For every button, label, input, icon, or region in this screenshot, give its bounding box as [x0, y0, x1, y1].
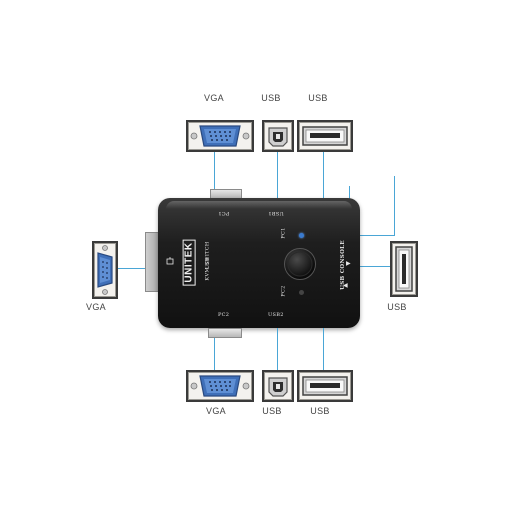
console-arrow-icon: ▶ [346, 261, 351, 267]
device-brand: UNITEK [182, 239, 196, 286]
vga-port-bottom [186, 370, 254, 402]
line-bottom-usb-b [277, 328, 278, 370]
usb-a-port-top [297, 120, 353, 152]
usb-a-port-right [390, 241, 418, 297]
led-pc1-indicator [299, 233, 304, 238]
label-right-usb: USB [387, 302, 407, 312]
vga-port-left [92, 241, 118, 299]
label-bottom-usb-b: USB [262, 406, 282, 416]
vga-port-top [186, 120, 254, 152]
device-led-label-pc1: PC1 [280, 227, 287, 239]
usb-a-port-icon [395, 246, 413, 292]
switch-button[interactable] [284, 248, 316, 280]
device-label-pc2-bottom: PC2 [218, 312, 230, 318]
line-right-usb [360, 266, 390, 267]
vga-port-icon [190, 125, 250, 147]
device-logo-icon [166, 252, 174, 265]
device-led-label-pc2: PC2 [280, 285, 287, 297]
device-vga-connector-bottom [208, 328, 242, 338]
vga-port-icon [97, 245, 113, 295]
line-led-vertical [394, 176, 395, 236]
usb-b-port-icon [268, 377, 288, 397]
label-bottom-usb-a: USB [310, 406, 330, 416]
usb-b-port-top [262, 120, 294, 152]
console-arrow-down-icon: ◀ [343, 283, 348, 289]
line-bottom-usb-a [323, 328, 324, 370]
label-top-usb-b: USB [261, 93, 281, 103]
device-label-pc1-top: PC1 [218, 210, 230, 216]
device-top-highlight [166, 201, 352, 209]
device-label-usb1: USB1 [268, 210, 284, 216]
line-bottom-vga [214, 338, 215, 370]
usb-b-port-bottom [262, 370, 294, 402]
usb-a-port-icon [302, 126, 348, 146]
line-left-vga [118, 268, 148, 269]
device-label-usb2: USB2 [268, 312, 284, 318]
label-bottom-vga: VGA [206, 406, 226, 416]
label-top-vga: VGA [204, 93, 224, 103]
line-top-vga [214, 152, 215, 190]
switch-button-icon [287, 251, 313, 277]
led-pc2-indicator [299, 290, 304, 295]
usb-a-port-bottom [297, 370, 353, 402]
label-left-vga: VGA [86, 302, 106, 312]
usb-a-port-icon [302, 376, 348, 396]
kvm-switch-body: PC1 USB1 UNITEK KVM SWITCH USB PC1 PC2 U… [158, 198, 360, 328]
device-vga-connector-left [145, 232, 159, 292]
device-model-line2: USB [205, 256, 212, 270]
line-top-usb-b [277, 152, 278, 198]
label-top-usb-a: USB [308, 93, 328, 103]
line-top-usb-a [323, 152, 324, 198]
vga-port-icon [190, 375, 250, 397]
usb-b-port-icon [268, 127, 288, 147]
